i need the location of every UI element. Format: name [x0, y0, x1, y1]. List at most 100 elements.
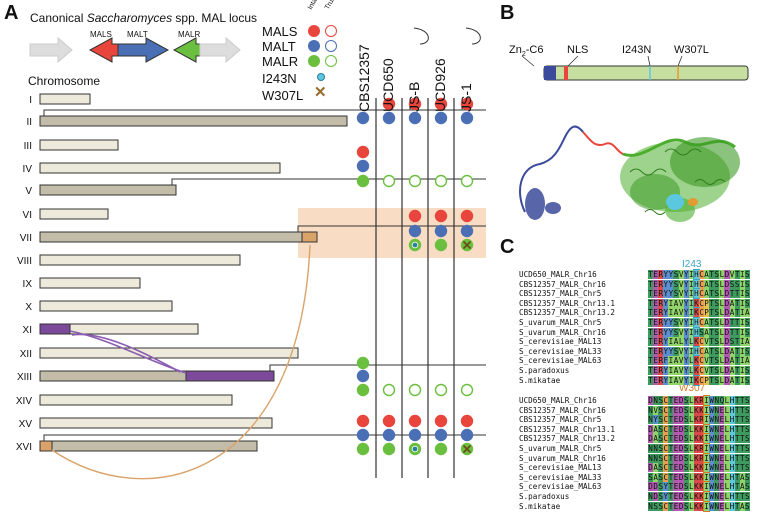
- legend-i243n-label: I243N: [262, 71, 297, 86]
- chromosome-label: XIV: [15, 396, 32, 407]
- protein-domain-zn: Zn2-C6: [509, 44, 544, 59]
- gene-label-mals: MALS: [90, 30, 112, 39]
- flank-right-arrow: [199, 36, 241, 64]
- locus-title-pre: Canonical: [30, 11, 87, 25]
- malr-status-dot: [408, 414, 422, 428]
- panel-b-label: B: [500, 2, 515, 24]
- protein-domain-i243n: I243N: [622, 44, 652, 56]
- chr-xiii-segment: [185, 370, 275, 382]
- alignment-seq-row: DNSCTEDSLKRIWNQLHTTS: [648, 395, 750, 406]
- chromosome-bar: [39, 162, 281, 174]
- malr-status-dot: [434, 97, 448, 111]
- alignment-seq-name: UCD650_MALR_Chr16: [519, 270, 597, 279]
- alignment-seq-name: CBS12357_MALR_Chr13.2: [519, 308, 616, 318]
- chromosome-label: V: [25, 186, 32, 197]
- chromosome-bar: [39, 347, 299, 359]
- malr-status-dot: [356, 442, 370, 456]
- malr-status-dot: [382, 174, 396, 188]
- locus-title-italic: Saccharomyces: [86, 11, 173, 25]
- alignment-seq-row: DDSYTEDSLKKIWNELHTAS: [648, 481, 750, 493]
- alignment-seq-name: CBS12357_MALR_Chr5: [519, 289, 602, 299]
- malr-status-dot: [460, 97, 474, 111]
- malr-status-dot: [460, 209, 474, 223]
- malr-status-dot: [434, 383, 448, 397]
- protein-domain-w307l: W307L: [674, 44, 709, 56]
- alignment-seq-row: NNSCTEDSLKRIWNELHTTS: [648, 452, 750, 464]
- alignment-seq-row: TERFIAVYLKCVTSLDATIA: [648, 355, 750, 367]
- chromosome-label: XI: [22, 325, 32, 336]
- chromosome-label: IX: [22, 279, 32, 290]
- site-label-i243: I243: [682, 259, 702, 270]
- chromosome-bar: [39, 277, 141, 289]
- alignment-seq-name: S_cerevisiae_MAL33: [519, 472, 602, 482]
- legend-malt-trunc-dot: [325, 40, 337, 52]
- malr-status-dot: [434, 209, 448, 223]
- malr-status-dot: [434, 414, 448, 428]
- chromosome-bar: [39, 254, 241, 266]
- chr-vii-highlight: [298, 208, 486, 258]
- legend-i243n-marker: [317, 73, 325, 81]
- malr-status-dot: [434, 224, 448, 238]
- alignment-seq-name: S_cerevisiae_MAL33: [519, 346, 602, 356]
- malr-status-dot: [382, 428, 396, 442]
- chromosome-bar: [39, 139, 119, 151]
- alignment-seq-name: CBS12357_MALR_Chr5: [519, 415, 602, 425]
- alignment-seq-name: S.mikatae: [519, 501, 561, 511]
- chromosome-bar: [39, 440, 258, 452]
- alignment-seq-name: CBS12357_MALR_Chr16: [519, 405, 606, 415]
- malr-status-dot: [382, 414, 396, 428]
- locus-hook: [297, 225, 304, 232]
- malr-status-dot: [356, 414, 370, 428]
- alignment-seq-row: DASCTEDSLKKIWNELHTTS: [648, 423, 750, 435]
- chromosome-label: XII: [19, 349, 32, 360]
- malr-status-dot: [408, 174, 422, 188]
- chromosome-bar: [39, 394, 233, 406]
- alignment-seq-name: S_uvarum_MALR_Chr5: [519, 444, 602, 453]
- legend-malt-intact-dot: [308, 40, 320, 52]
- chromosome-bar: [39, 417, 273, 429]
- malr-status-dot: [356, 428, 370, 442]
- w307l-mark: [462, 240, 472, 250]
- chromosome-label: II: [26, 117, 32, 128]
- chromosome-bar: [39, 208, 109, 220]
- alignment-seq-name: S_uvarum_MALR_Chr5: [519, 318, 602, 327]
- malr-status-dot: [356, 369, 370, 383]
- alignment-seq-row: TERYIAVYIKCPTSLDATIS: [648, 297, 750, 309]
- locus-title: Canonical Saccharomyces spp. MAL locus: [30, 11, 257, 25]
- malr-status-dot: [460, 414, 474, 428]
- site-label-w307: W307: [679, 383, 706, 394]
- chromosome-label: VIII: [16, 256, 32, 267]
- i243n-mark: [411, 241, 419, 249]
- panel-c-label: C: [500, 236, 515, 258]
- alignment-seq-row: NNSCTEDSLKRIWNELHTTS: [648, 443, 750, 454]
- legend-mals-label: MALS: [262, 24, 298, 39]
- strain-ucd926: UCD926: [432, 58, 448, 112]
- chromosome-bar: [39, 93, 91, 105]
- alignment-seq-row: TERYYSVYIHCATSLDTTIS: [648, 288, 750, 300]
- malr-status-dot: [356, 174, 370, 188]
- gene-label-malr: MALR: [178, 30, 201, 39]
- i243n-mark: [411, 445, 419, 453]
- malr-status-dot: [356, 383, 370, 397]
- locus-title-post: spp. MAL locus: [172, 11, 258, 25]
- malr-status-dot: [434, 174, 448, 188]
- malr-status-dot: [460, 383, 474, 397]
- chr-xvi-segment: [39, 440, 53, 452]
- malr-status-dot: [460, 174, 474, 188]
- malr-status-dot: [434, 428, 448, 442]
- malr-status-dot: [382, 383, 396, 397]
- chromosome-label: IV: [22, 164, 32, 175]
- zn-domain-box: [544, 66, 556, 80]
- chr-xi-segment: [39, 323, 71, 335]
- legend-w307l-marker-icon: ✕: [314, 84, 327, 101]
- alignment-seq-name: S_uvarum_MALR_Chr16: [519, 327, 606, 337]
- alignment-seq-row: TERYYSVYIHCATSLDTTIS: [648, 317, 750, 328]
- gene-label-malt: MALT: [127, 30, 148, 39]
- locus-hook: [171, 178, 178, 185]
- panel-a-label: A: [4, 2, 19, 24]
- chromosome-label: VI: [22, 210, 32, 221]
- malr-status-dot: [382, 442, 396, 456]
- alignment-seq-row: TERYYSVYIHSATSLDTTIS: [648, 326, 750, 338]
- malr-status-dot: [408, 97, 422, 111]
- alignment-seq-row: TERYIALYLKCVTSLDSTIA: [648, 336, 750, 348]
